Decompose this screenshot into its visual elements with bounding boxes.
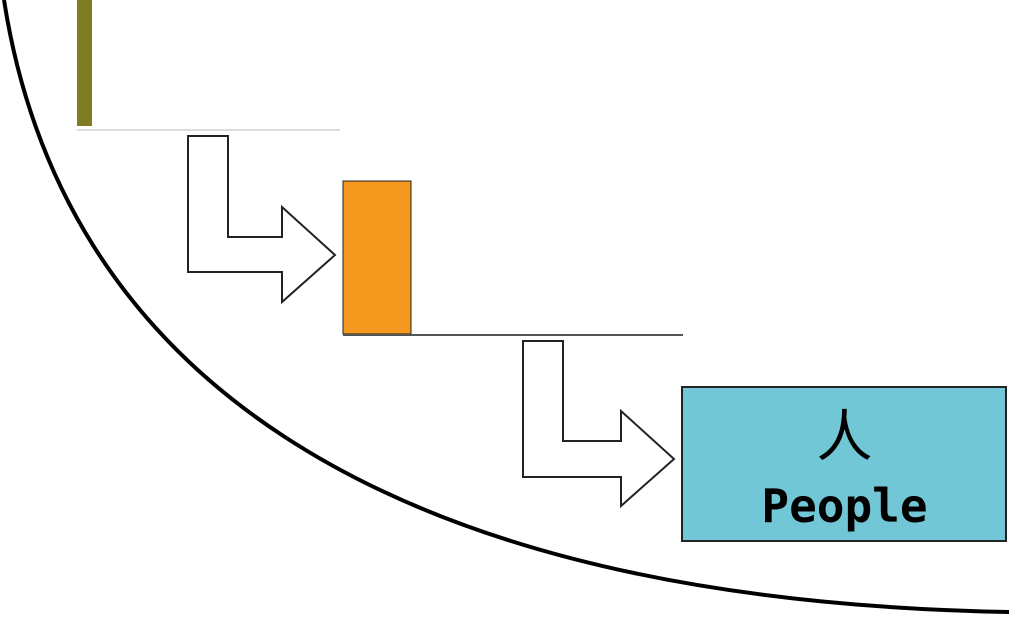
top-box — [77, 0, 92, 126]
middle-box — [342, 180, 412, 335]
bent-arrow-2 — [522, 340, 676, 509]
bent-arrow-1 — [187, 135, 337, 305]
people-label-english: People — [761, 479, 928, 533]
people-box — [681, 386, 1007, 542]
people-label-chinese: 人 — [816, 405, 873, 470]
